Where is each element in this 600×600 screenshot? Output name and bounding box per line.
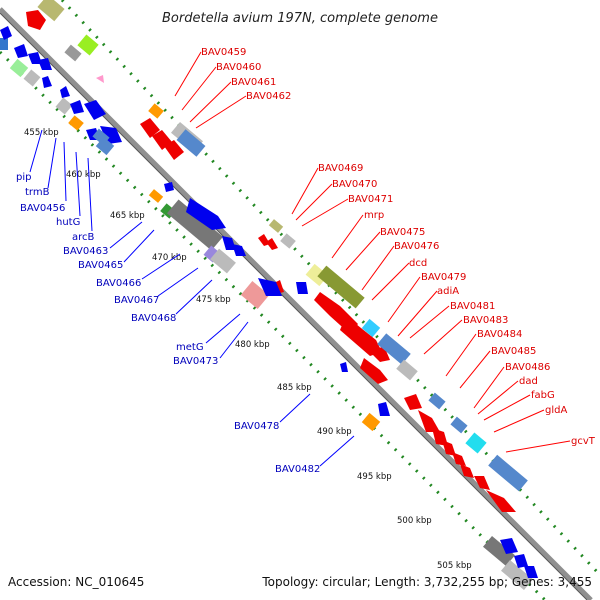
kbp-label: 465 kbp: [110, 211, 145, 221]
gene-cluster-red: [26, 10, 516, 512]
kbp-label: 495 kbp: [357, 472, 392, 482]
gene-label: BAV0475: [380, 227, 425, 238]
gene-label: BAV0467: [114, 295, 159, 306]
feature-block: [96, 75, 104, 83]
gene-label: pip: [16, 172, 31, 183]
gene-label: BAV0479: [421, 272, 466, 283]
gene-label: BAV0459: [201, 47, 246, 58]
feature-block: [488, 454, 528, 492]
gene-label: gcvT: [571, 436, 596, 447]
gene-label: BAV0482: [275, 464, 320, 475]
gene-label: fabG: [531, 390, 555, 401]
gene-label: BAV0486: [505, 362, 550, 373]
feature-block: [501, 559, 533, 591]
feature-block: [64, 44, 82, 62]
kbp-label: 500 kbp: [397, 516, 432, 526]
gene-label: BAV0461: [231, 77, 276, 88]
gene-label: BAV0481: [450, 301, 495, 312]
feature-block: [0, 38, 8, 50]
feature-block: [361, 412, 381, 432]
feature-block: [95, 136, 115, 156]
feature-block: [148, 103, 164, 119]
gene-label: BAV0483: [463, 315, 508, 326]
feature-block: [280, 233, 296, 249]
gene-label: BAV0456: [20, 203, 65, 214]
feature-block: [396, 359, 418, 381]
gene-label: BAV0484: [477, 329, 522, 340]
feature-block: [166, 199, 224, 251]
gene-cluster-blue: [0, 26, 538, 578]
feature-block: [68, 115, 84, 131]
gene-label: BAV0462: [246, 91, 291, 102]
feature-block: [428, 392, 446, 410]
gene-label: BAV0473: [173, 356, 218, 367]
kbp-scale: 455 kbp 460 kbp 465 kbp 470 kbp 475 kbp …: [24, 128, 472, 571]
gene-label: BAV0469: [318, 163, 363, 174]
gene-label: BAV0463: [63, 246, 108, 257]
inner-dotted-track: [0, 50, 547, 600]
feature-block: [240, 281, 270, 309]
accession-text: Accession: NC_010645: [8, 575, 144, 589]
gene-label: arcB: [72, 232, 95, 243]
feature-block: [77, 34, 99, 56]
gene-label: trmB: [25, 187, 50, 198]
feature-block: [268, 219, 284, 233]
gene-label: BAV0470: [332, 179, 377, 190]
feature-block: [483, 535, 515, 567]
gene-label: BAV0485: [491, 346, 536, 357]
feature-block: [450, 416, 468, 434]
gene-label: dad: [519, 376, 538, 387]
gene-label: adiA: [437, 286, 459, 297]
feature-block: [37, 0, 65, 22]
feature-block: [23, 69, 41, 87]
feature-block: [210, 248, 236, 274]
outer-dotted-track: [60, 0, 600, 577]
reverse-strand-features: [0, 26, 538, 591]
gene-label: BAV0478: [234, 421, 279, 432]
feature-block: [317, 265, 365, 309]
gene-label: gldA: [545, 405, 567, 416]
feature-block: [9, 58, 29, 78]
kbp-label: 460 kbp: [66, 170, 101, 180]
kbp-label: 480 kbp: [235, 340, 270, 350]
gene-label: BAV0460: [216, 62, 261, 73]
feature-block: [465, 432, 487, 454]
gene-label: BAV0471: [348, 194, 393, 205]
gene-label: BAV0465: [78, 260, 123, 271]
gene-label: BAV0476: [394, 241, 439, 252]
feature-block: [148, 189, 164, 203]
reverse-gene-labels: [29, 129, 355, 467]
reverse-gene-label-text: pip trmB BAV0456 hutG arcB BAV0463 BAV04…: [16, 172, 320, 475]
gene-label: hutG: [56, 217, 80, 228]
gene-label: BAV0466: [96, 278, 141, 289]
feature-block: [176, 129, 206, 157]
kbp-label: 505 kbp: [437, 561, 472, 571]
feature-block: [55, 97, 73, 115]
gene-label: metG: [176, 342, 204, 353]
feature-block: [361, 318, 381, 338]
forward-gene-labels: [174, 51, 571, 453]
topology-text: Topology: circular; Length: 3,732,255 bp…: [261, 575, 592, 589]
kbp-label: 490 kbp: [317, 427, 352, 437]
gene-label: dcd: [409, 258, 427, 269]
gene-label: mrp: [364, 210, 384, 221]
feature-block: [377, 333, 411, 365]
kbp-label: 475 kbp: [196, 295, 231, 305]
map-title: Bordetella avium 197N, complete genome: [162, 11, 438, 26]
kbp-label: 470 kbp: [152, 253, 187, 263]
gene-label: BAV0468: [131, 313, 176, 324]
kbp-label: 485 kbp: [277, 383, 312, 393]
forward-strand-features: [26, 0, 528, 512]
forward-gene-label-text: BAV0459 BAV0460 BAV0461 BAV0462 BAV0469 …: [201, 47, 596, 447]
